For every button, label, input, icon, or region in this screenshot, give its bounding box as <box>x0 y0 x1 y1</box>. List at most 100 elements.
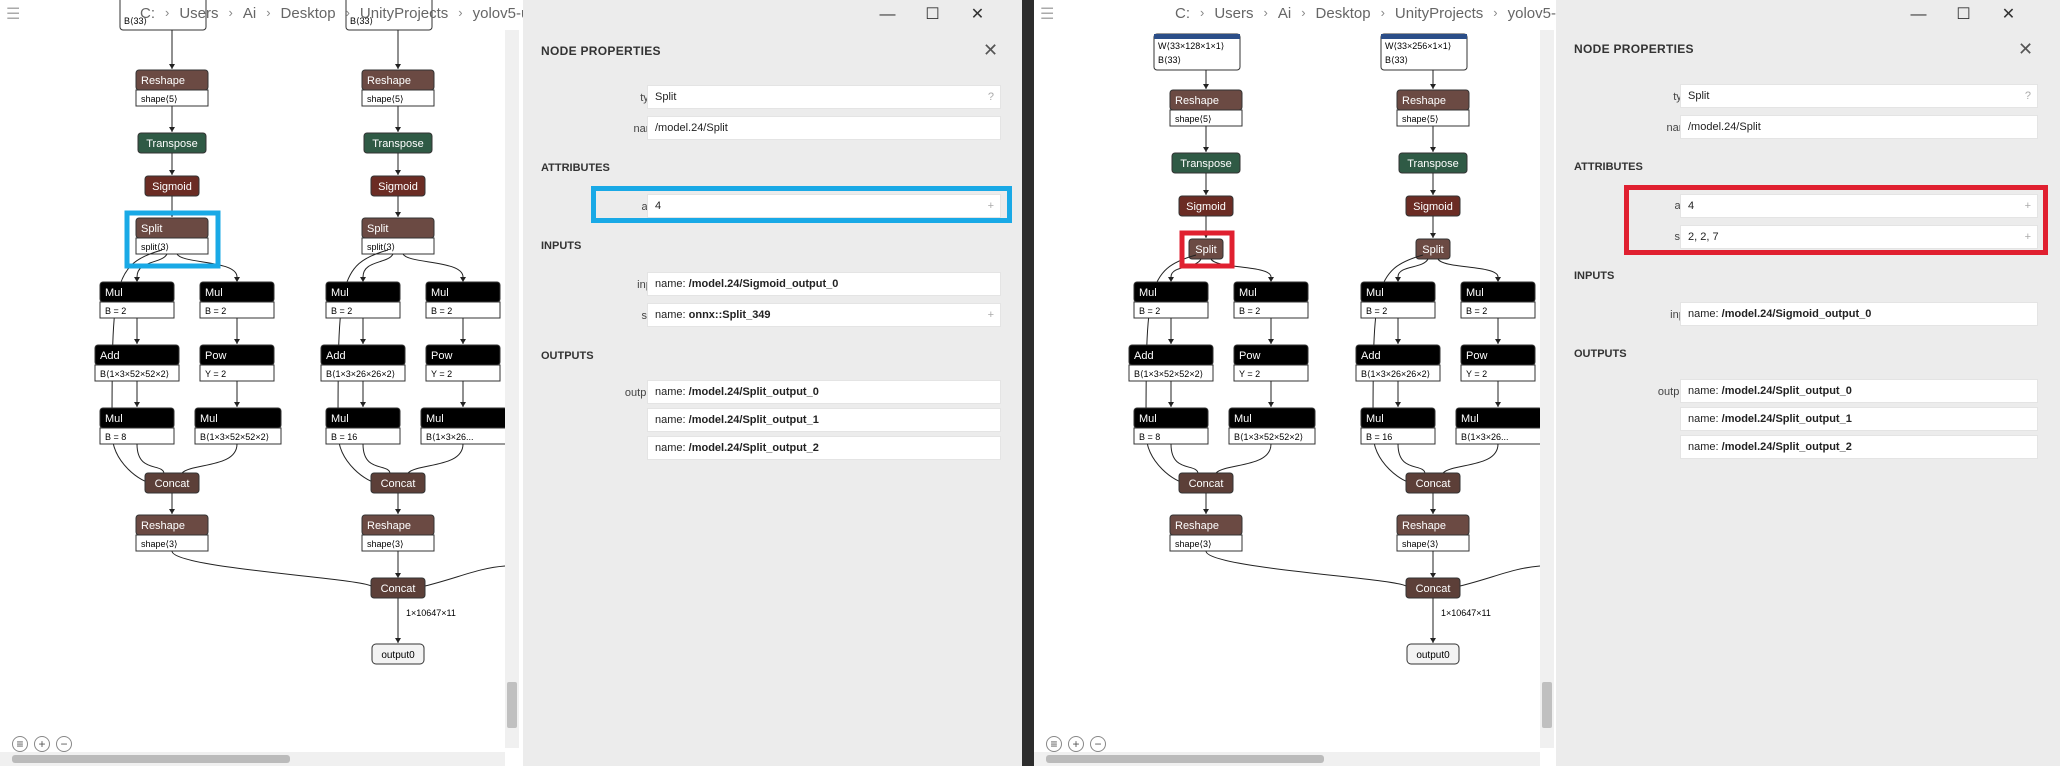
breadcrumb-item[interactable]: UnityProjects <box>359 5 449 22</box>
expand-icon[interactable]: + <box>987 309 994 321</box>
pow-node-attr-text: Y = 2 <box>1466 369 1487 379</box>
right-graph-svg[interactable]: W⟨33×128×1×1⟩B⟨33⟩Reshapeshape⟨5⟩Transpo… <box>1034 0 1540 766</box>
list-icon[interactable]: ≡ <box>12 736 28 752</box>
expand-icon[interactable]: + <box>987 200 994 212</box>
close-window-button[interactable]: ✕ <box>970 6 985 23</box>
breadcrumb-item[interactable]: Desktop <box>280 5 336 22</box>
close-icon[interactable]: ✕ <box>2018 39 2034 59</box>
zoom-out-icon[interactable]: − <box>1090 736 1106 752</box>
output-field-1: name: /model.24/Split_output_1 <box>647 408 1001 432</box>
concat-node-title: Concat <box>381 478 416 490</box>
graph-horizontal-scrollbar[interactable] <box>1034 752 1540 766</box>
output-value[interactable]: /model.24/Split_output_1 <box>688 414 819 426</box>
edge <box>176 253 238 278</box>
left-graph-svg[interactable]: B⟨33⟩Reshapeshape⟨5⟩TransposeSigmoidSpli… <box>0 0 505 766</box>
breadcrumb-item[interactable]: C: <box>1175 5 1190 22</box>
breadcrumb-item[interactable]: UnityProjects <box>1394 5 1484 22</box>
breadcrumb-item[interactable]: Desktop <box>1315 5 1371 22</box>
graph-horizontal-scrollbar[interactable] <box>0 752 505 766</box>
arrow-icon <box>1430 147 1436 152</box>
mul-node-title: Mul <box>200 413 218 425</box>
menu-icon[interactable]: ☰ <box>1040 6 1055 23</box>
mul-node-title: Mul <box>1139 287 1157 299</box>
input-node[interactable] <box>345 0 433 31</box>
breadcrumb-item[interactable]: Ai <box>1277 5 1292 22</box>
list-icon[interactable]: ≡ <box>1046 736 1062 752</box>
arrow-icon <box>134 277 140 282</box>
axis-field[interactable]: 4+ <box>1680 194 2038 218</box>
split-attr-field[interactable]: 2, 2, 7+ <box>1680 225 2038 249</box>
reshape-node-attr-text: shape⟨5⟩ <box>1175 114 1212 124</box>
mul-node-attr-text: B = 2 <box>205 306 226 316</box>
split-node-attr <box>135 237 209 255</box>
input-value[interactable]: /model.24/Sigmoid_output_0 <box>1721 308 1872 320</box>
mul-node-title: Mul <box>1139 413 1157 425</box>
mul-node-attr-text: B = 16 <box>1366 432 1392 442</box>
maximize-button[interactable]: ☐ <box>925 6 940 23</box>
breadcrumb-item[interactable]: Users <box>1214 5 1254 22</box>
close-window-button[interactable]: ✕ <box>2001 6 2016 23</box>
pow-node-title: Pow <box>1239 350 1260 362</box>
graph-vertical-scrollbar[interactable] <box>505 30 519 748</box>
breadcrumb-item[interactable]: C: <box>140 5 155 22</box>
minimize-button[interactable]: — <box>1910 6 1927 23</box>
input-node[interactable] <box>119 0 207 31</box>
sigmoid-node-title: Sigmoid <box>378 181 418 193</box>
reshape-node-attr-text: shape⟨5⟩ <box>141 94 178 104</box>
background-strip <box>1022 0 1034 766</box>
split-node[interactable] <box>1415 238 1451 260</box>
output-value[interactable]: /model.24/Split_output_2 <box>1721 441 1852 453</box>
output-field-1: name: /model.24/Split_output_1 <box>1680 407 2038 431</box>
name-field: /model.24/Split <box>647 116 1001 140</box>
split-input-value[interactable]: onnx::Split_349 <box>688 309 771 321</box>
breadcrumb-item[interactable]: Users <box>179 5 219 22</box>
sigmoid-node-title: Sigmoid <box>1186 201 1226 213</box>
type-value: Split <box>655 91 677 103</box>
mul-node-attr-text: B⟨1×3×52×52×2⟩ <box>1234 432 1303 442</box>
maximize-button[interactable]: ☐ <box>1956 6 1971 23</box>
axis-field[interactable]: 4+ <box>647 194 1001 218</box>
output-value[interactable]: /model.24/Split_output_0 <box>1721 385 1852 397</box>
expand-icon[interactable]: + <box>2024 200 2031 212</box>
help-icon[interactable]: ? <box>987 91 994 103</box>
breadcrumb-item[interactable]: Ai <box>242 5 257 22</box>
expand-icon[interactable]: + <box>2024 231 2031 243</box>
output-value[interactable]: /model.24/Split_output_0 <box>688 386 819 398</box>
sigmoid-node-title: Sigmoid <box>152 181 192 193</box>
mul-node-title: Mul <box>1366 413 1384 425</box>
reshape-node-title: Reshape <box>141 520 185 532</box>
axis-value: 4 <box>655 200 662 212</box>
pow-node-title: Pow <box>431 350 452 362</box>
zoom-in-icon[interactable]: + <box>1068 736 1084 752</box>
transpose-node-title: Transpose <box>372 138 424 150</box>
output-value[interactable]: /model.24/Split_output_2 <box>688 442 819 454</box>
arrow-icon <box>1168 277 1174 282</box>
split-node[interactable] <box>1188 238 1224 260</box>
zoom-out-icon[interactable]: − <box>56 736 72 752</box>
help-icon[interactable]: ? <box>2024 90 2031 102</box>
edge <box>1442 443 1499 474</box>
zoom-in-icon[interactable]: + <box>34 736 50 752</box>
arrow-icon <box>1268 339 1274 344</box>
output-node[interactable] <box>371 643 425 665</box>
output-value[interactable]: /model.24/Split_output_1 <box>1721 413 1852 425</box>
menu-icon[interactable]: ☰ <box>6 6 21 23</box>
arrow-icon <box>169 170 175 175</box>
minimize-button[interactable]: — <box>879 6 896 23</box>
close-icon[interactable]: ✕ <box>983 40 999 60</box>
arrow-icon <box>360 277 366 282</box>
arrow-icon <box>1168 402 1174 407</box>
edge <box>362 253 394 278</box>
reshape-node-title: Reshape <box>141 75 185 87</box>
split-input-field: name: onnx::Split_349+ <box>647 303 1001 327</box>
output-node[interactable] <box>1406 643 1460 665</box>
arrow-icon <box>1430 233 1436 238</box>
mul-node-attr <box>1228 427 1316 445</box>
mul-node-attr-text: B = 2 <box>1239 306 1260 316</box>
input-value[interactable]: /model.24/Sigmoid_output_0 <box>688 278 839 290</box>
graph-vertical-scrollbar[interactable] <box>1540 30 1554 748</box>
mul-node-attr-text: B = 2 <box>1139 306 1160 316</box>
mul-node-title: Mul <box>205 287 223 299</box>
